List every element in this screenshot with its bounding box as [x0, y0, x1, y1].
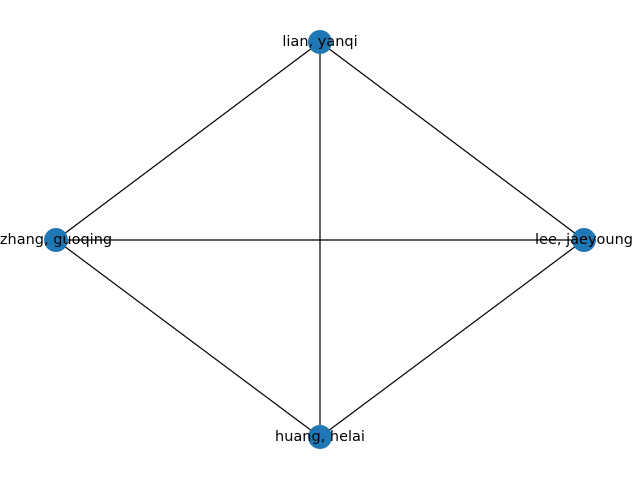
node-lee: [572, 228, 596, 252]
node-lian: [308, 30, 332, 54]
node-label-lian: lian, yanqi: [282, 34, 357, 50]
node-label-zhang: zhang, guoqing: [0, 232, 112, 248]
edge-zhang-huang: [55, 239, 321, 438]
edge-lee-huang: [319, 239, 585, 438]
node-label-lee: lee, jaeyoung: [535, 232, 633, 248]
node-zhang: [44, 228, 68, 252]
edge-lian-lee: [319, 41, 585, 241]
edge-lian-zhang: [55, 41, 321, 241]
edge-layer: [55, 41, 585, 438]
node-label-huang: huang, helai: [275, 429, 365, 445]
node-layer: [44, 30, 596, 449]
node-huang: [308, 425, 332, 449]
label-layer: lian, yanqi zhang, guoqing lee, jaeyoung hu…: [0, 34, 633, 445]
